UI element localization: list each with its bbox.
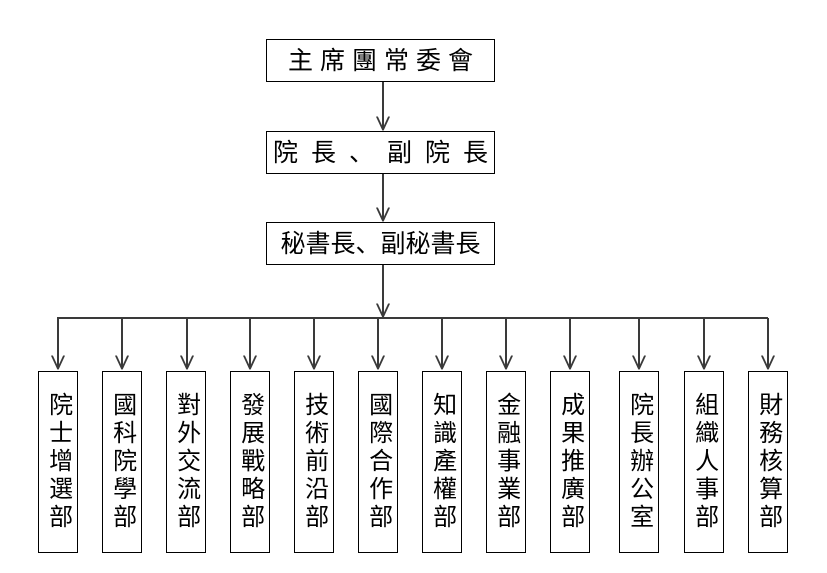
node-department-finance-accounting[interactable]: 財務核算部 [748,371,788,553]
node-secretary-general[interactable]: 秘書長、副秘書長 [266,222,495,265]
node-department-organization-personnel[interactable]: 組織人事部 [684,371,724,553]
node-department-academician-election[interactable]: 院士增選部 [38,371,78,553]
node-department-financial-business[interactable]: 金融事業部 [486,371,526,553]
node-label: 院長辦公室 [625,392,654,532]
node-department-achievement-promotion[interactable]: 成果推廣部 [550,371,590,553]
node-label: 組織人事部 [690,392,719,532]
node-department-international-cooperation[interactable]: 國際合作部 [358,371,398,553]
node-president[interactable]: 院長、副院長 [266,131,495,174]
node-department-president-office[interactable]: 院長辦公室 [619,371,659,553]
node-department-external-exchange[interactable]: 對外交流部 [166,371,206,553]
node-label: 國科院學部 [108,392,137,532]
node-label: 財務核算部 [754,392,783,532]
node-department-intellectual-property[interactable]: 知識產權部 [422,371,462,553]
node-label: 成果推廣部 [556,392,585,532]
node-standing-committee[interactable]: 主席團常委會 [266,39,495,82]
node-label: 主席團常委會 [287,46,480,75]
node-label: 院長、副院長 [273,138,502,167]
node-label: 知識產權部 [428,392,457,532]
node-label: 發展戰略部 [236,392,265,532]
node-department-development-strategy[interactable]: 發展戰略部 [230,371,270,553]
node-label: 秘書長、副秘書長 [280,229,481,258]
node-department-technology-frontier[interactable]: 技術前沿部 [294,371,334,553]
node-label: 院士增選部 [44,392,73,532]
node-label: 對外交流部 [172,392,201,532]
node-department-national-academy-division[interactable]: 國科院學部 [102,371,142,553]
node-label: 國際合作部 [364,392,393,532]
node-label: 金融事業部 [492,392,521,532]
node-label: 技術前沿部 [300,392,329,532]
